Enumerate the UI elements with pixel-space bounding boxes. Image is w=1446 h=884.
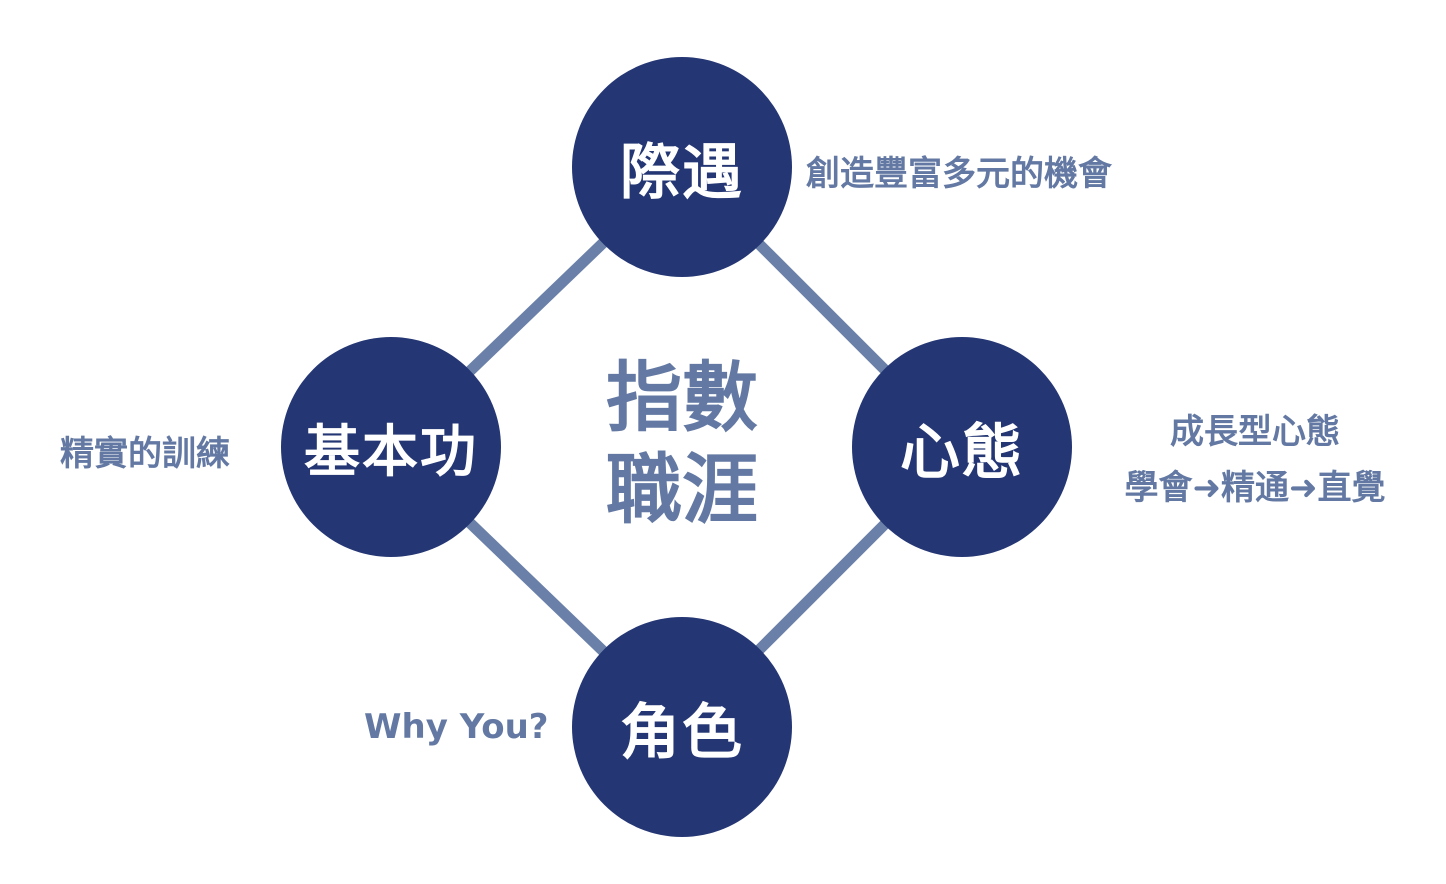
note-mindset: 成長型心態 學會➜精通➜直覺 <box>1100 404 1410 516</box>
note-fundamentals: 精實的訓練 <box>60 434 230 474</box>
center-title-line2: 職涯 <box>606 445 758 534</box>
node-encounter: 際遇 <box>572 57 792 277</box>
center-title-line1: 指數 <box>606 353 758 442</box>
note-encounter: 創造豐富多元的機會 <box>806 154 1112 194</box>
note-mindset-line1: 成長型心態 <box>1170 412 1340 452</box>
node-mindset: 心態 <box>852 337 1072 557</box>
note-role: Why You? <box>364 707 549 747</box>
note-mindset-line2: 學會➜精通➜直覺 <box>1124 468 1386 508</box>
center-title: 指數 職涯 <box>582 352 782 536</box>
node-fundamentals: 基本功 <box>281 337 501 557</box>
node-role: 角色 <box>572 617 792 837</box>
